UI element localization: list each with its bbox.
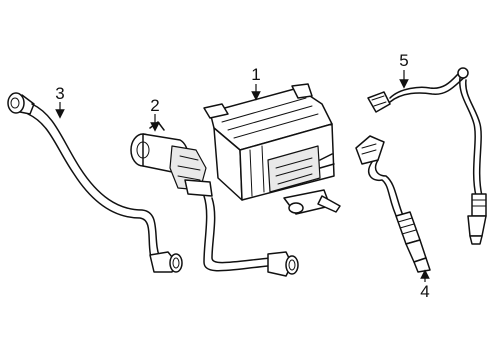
sensor-connector: [367, 91, 391, 113]
callout-number: 4: [420, 282, 429, 301]
callout-4: 4: [420, 269, 430, 301]
oxygen-sensor-rear: [367, 67, 487, 245]
callout-2: 2: [150, 96, 160, 132]
callout-number: 3: [55, 84, 64, 103]
callout-number: 1: [251, 65, 260, 84]
callout-number: 2: [150, 96, 159, 115]
callout-3: 3: [55, 84, 65, 119]
evap-canister: [203, 83, 341, 215]
vent-hose: [7, 92, 183, 273]
callout-number: 5: [399, 51, 408, 70]
callout-5: 5: [399, 51, 409, 89]
canister-port-box: [267, 145, 321, 193]
hose-end-connector: [7, 92, 25, 114]
oxygen-sensor-front: [355, 135, 431, 273]
callout-1: 1: [251, 65, 261, 101]
sensor-connector: [355, 135, 385, 165]
